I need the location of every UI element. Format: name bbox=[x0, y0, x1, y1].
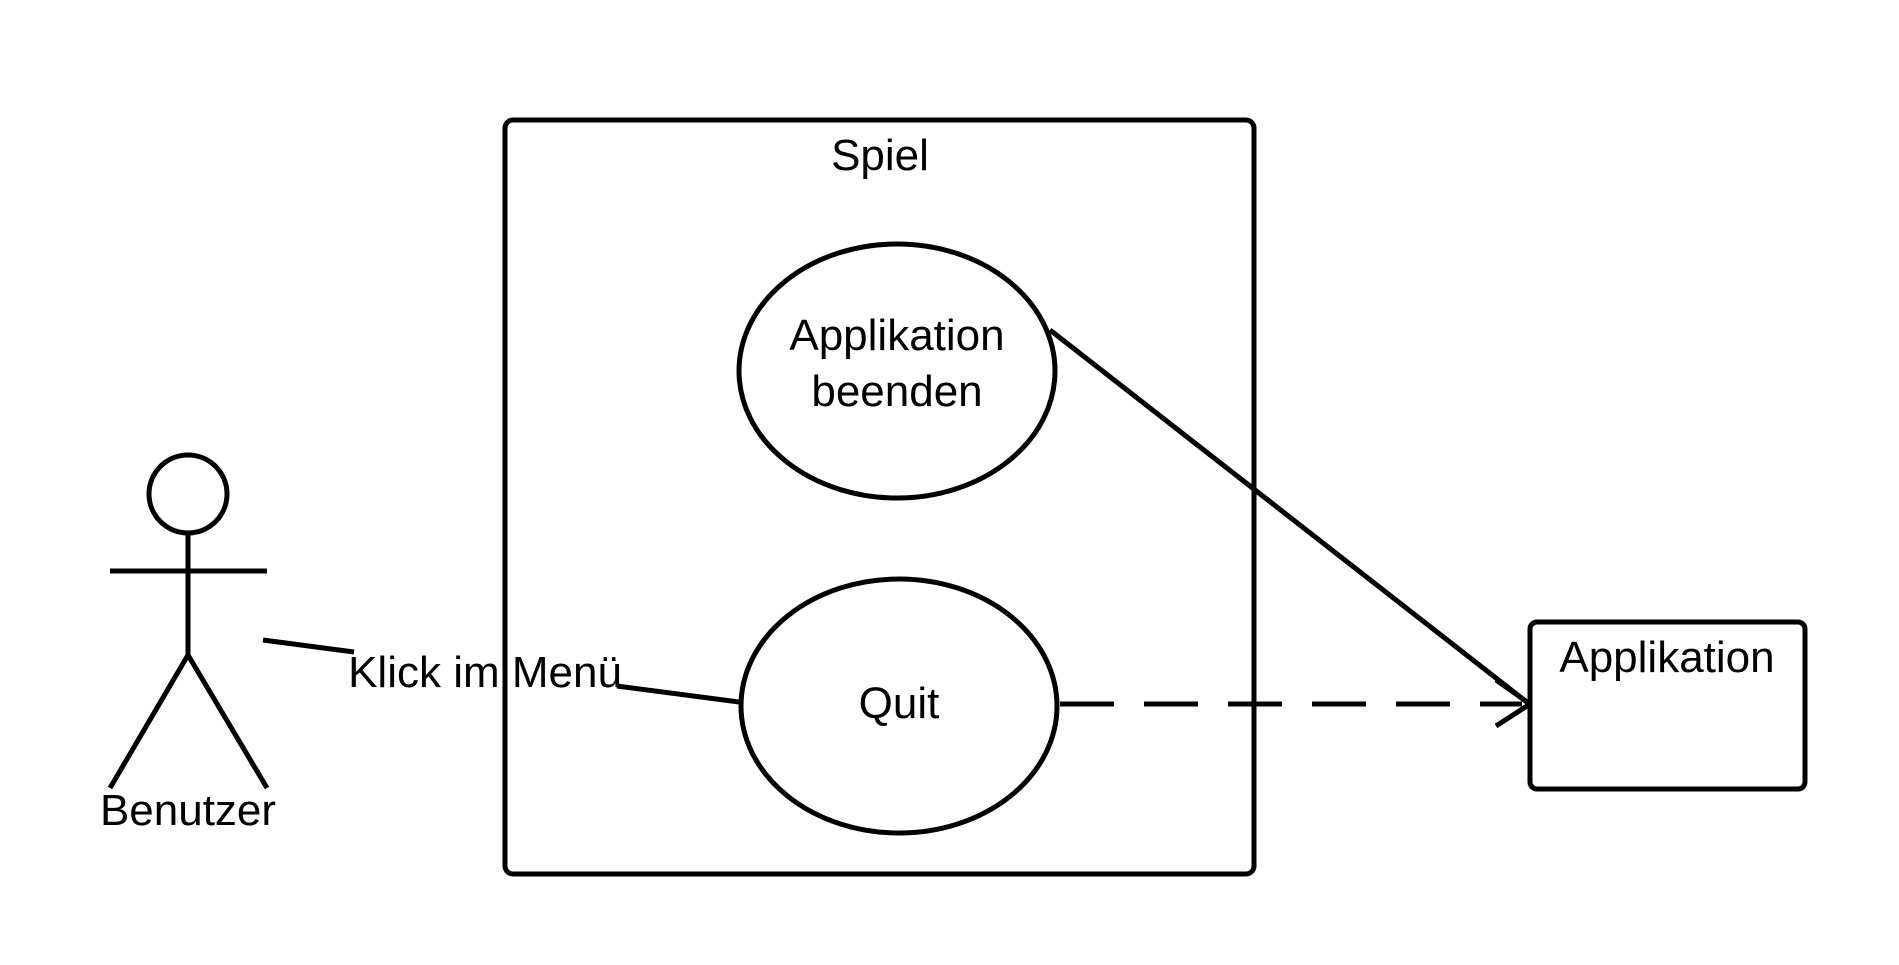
system-boundary[interactable] bbox=[502, 117, 1257, 877]
use-case-applikation-beenden[interactable]: Applikation beenden bbox=[736, 241, 1058, 501]
external-system-label: Applikation bbox=[1559, 633, 1774, 682]
association-actor-quit[interactable]: Klick im Menü bbox=[262, 637, 740, 705]
association-label: Klick im Menü bbox=[348, 648, 622, 697]
actor-label: Benutzer bbox=[100, 786, 276, 835]
association-line-segment bbox=[262, 637, 355, 655]
use-case-label: Quit bbox=[859, 679, 940, 728]
use-case-label-line-2: beenden bbox=[811, 367, 982, 416]
association-line-segment bbox=[616, 683, 740, 705]
use-case-ellipse bbox=[738, 576, 1060, 836]
use-case-quit[interactable]: Quit bbox=[738, 576, 1060, 836]
use-case-ellipse bbox=[736, 241, 1058, 501]
actor-benutzer[interactable]: Benutzer bbox=[100, 452, 276, 835]
actor-right-leg bbox=[185, 653, 270, 790]
external-system-box bbox=[1527, 619, 1808, 792]
relation-beenden-to-applikation[interactable] bbox=[1048, 328, 1530, 705]
actor-head bbox=[146, 452, 230, 536]
actor-left-leg bbox=[107, 653, 191, 790]
system-boundary-title: Spiel bbox=[831, 131, 929, 180]
relation-quit-to-applikation[interactable] bbox=[1060, 677, 1535, 729]
relation-line bbox=[1048, 328, 1530, 705]
external-system-applikation[interactable]: Applikation bbox=[1527, 619, 1808, 792]
use-case-label-line-1: Applikation bbox=[789, 311, 1004, 360]
